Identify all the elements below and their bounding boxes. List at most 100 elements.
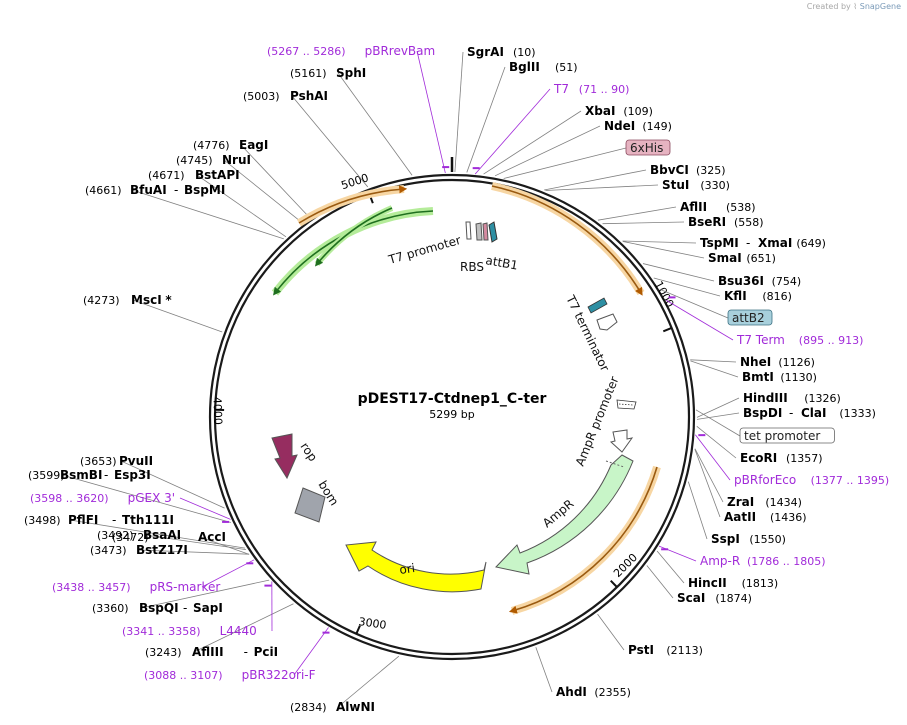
primer-leader-t7 (474, 88, 551, 175)
site-bfuai[interactable]: (4661)BfuAI-BspMI (85, 183, 225, 197)
site-bstapi[interactable]: (4671)BstAPI (148, 168, 240, 182)
site-position: (5161) (290, 67, 327, 80)
primer-t7[interactable]: T7(71 .. 90) (553, 82, 629, 96)
site-nhei[interactable]: NheI(1126) (740, 355, 815, 369)
site-bstz17i[interactable]: (3473)BstZ17I (90, 543, 188, 557)
leader-acci (199, 536, 250, 555)
site-name: BfuAI (130, 183, 167, 197)
site-ecori[interactable]: EcoRI(1357) (740, 451, 823, 465)
site-psti[interactable]: PstI(2113) (628, 643, 703, 657)
site-bspdi[interactable]: BspDI-ClaI(1333) (743, 406, 876, 420)
site-name: BspQI (139, 601, 179, 615)
leader-aatii (694, 449, 721, 518)
site-suffix: * (165, 293, 172, 307)
box-leader-6xhis-label (503, 147, 627, 179)
site-bspqi[interactable]: (3360)BspQI-SapI (92, 601, 223, 615)
site-scai[interactable]: ScaI(1874) (677, 591, 752, 605)
site-name2: Tth111I (122, 513, 174, 527)
green-arc-inner (314, 205, 394, 266)
backbone-inner (213, 178, 691, 656)
site-ndei[interactable]: NdeI(149) (604, 119, 672, 133)
leader-bstapi (196, 174, 287, 238)
site-sspi[interactable]: SspI(1550) (711, 532, 786, 546)
leader-smai (622, 241, 705, 259)
site-position: (10) (513, 46, 536, 59)
site-msci[interactable]: (4273)MscI* (83, 293, 172, 307)
site-xbai[interactable]: XbaI(109) (585, 104, 653, 118)
site-name: AflIII (192, 645, 224, 659)
primer-pbrrevbam[interactable]: (5267 .. 5286)pBRrevBam (267, 44, 435, 58)
site-stui[interactable]: StuI(330) (662, 178, 730, 192)
site-name: AflII (680, 200, 707, 214)
site-eagi[interactable]: (4776)EagI (193, 138, 268, 152)
site-sphi[interactable]: (5161)SphI (290, 66, 366, 80)
site-position: (1436) (770, 511, 807, 524)
site-sgrai[interactable]: SgrAI (10) (467, 45, 536, 59)
site-position: (4671) (148, 169, 185, 182)
site-alwni[interactable]: (2834)AlwNI (290, 700, 375, 714)
rbs-feature-2 (482, 222, 489, 241)
leader-nrui (223, 159, 303, 224)
site-afliii[interactable]: (3243)AflIII-PciI (145, 645, 278, 659)
primer-name: pRS-marker (150, 580, 221, 594)
primer-l4440[interactable]: (3341 .. 3358)L4440 (122, 624, 257, 638)
site-position: (1333) (839, 407, 876, 420)
site-pshai[interactable]: (5003)PshAI (243, 89, 328, 103)
site-name: SgrAI (467, 45, 504, 59)
primer-prs-marker[interactable]: (3438 .. 3457) pRS-marker (52, 580, 220, 594)
primer-range: (3598 .. 3620) (30, 492, 109, 505)
6xhis-label[interactable]: 6xHis (625, 139, 671, 156)
primer-range: (71 .. 90) (579, 83, 630, 96)
site-name: NdeI (604, 119, 635, 133)
site-pvuii[interactable]: (3653)PvuII (80, 454, 153, 468)
leader-tspmi (622, 240, 697, 244)
attb2-label[interactable]: attB2 (727, 309, 773, 326)
site-aflii[interactable]: AflII(538) (680, 200, 756, 214)
site-aatii[interactable]: AatII(1436) (724, 510, 807, 524)
site-hindiii[interactable]: HindIII(1326) (743, 391, 841, 405)
site-bglii[interactable]: BglII(51) (509, 60, 578, 74)
site-ahdi[interactable]: AhdI(2355) (556, 685, 631, 699)
leader-afliii (193, 603, 294, 653)
primer-t7-term[interactable]: T7 Term(895 .. 913) (736, 333, 863, 347)
site-hincii[interactable]: HincII(1813) (688, 576, 778, 590)
site-smai[interactable]: SmaI(651) (708, 251, 776, 265)
primer-range: (895 .. 913) (799, 334, 864, 347)
site-name: EagI (239, 138, 268, 152)
leader-kfli (653, 277, 721, 297)
site-position: (3360) (92, 602, 129, 615)
primer-pbr322ori-f[interactable]: (3088 .. 3107)pBR322ori-F (144, 668, 316, 682)
site-name: BseRI (688, 215, 726, 229)
site-pflfi[interactable]: (3498)PflFI-Tth111I (24, 513, 174, 527)
site-position: (3243) (145, 646, 182, 659)
feature-label-t7-promoter: T7 promoter (386, 233, 462, 267)
site-tspmi[interactable]: TspMI-XmaI(649) (700, 236, 826, 250)
site-position: (754) (772, 275, 802, 288)
site-dash: - (183, 601, 187, 615)
primer-amp-r[interactable]: Amp-R(1786 .. 1805) (700, 554, 826, 568)
leader-alwni (337, 655, 400, 708)
tet-promoter-label[interactable]: tet promoter (739, 427, 835, 444)
bom-feature (294, 487, 326, 523)
site-nrui[interactable]: (4745)NruI (176, 153, 251, 167)
site-name: SspI (711, 532, 740, 546)
site-zrai[interactable]: ZraI(1434) (727, 495, 802, 509)
site-bsu36i[interactable]: Bsu36I(754) (718, 274, 801, 288)
site-acci[interactable]: (3472)AccI (112, 530, 226, 544)
site-position: (330) (700, 179, 730, 192)
site-bsaai[interactable]: (3492)BsaAI (97, 528, 181, 542)
site-bmti[interactable]: BmtI(1130) (742, 370, 817, 384)
orange-arc-top-left-line (298, 185, 408, 224)
box-leader-attb2-label (659, 288, 729, 319)
site-kfli[interactable]: KflI(816) (724, 289, 792, 303)
primer-pbrforeco[interactable]: pBRforEco(1377 .. 1395) (734, 473, 889, 487)
site-bseri[interactable]: BseRI(558) (688, 215, 764, 229)
site-position: (3653) (80, 455, 117, 468)
site-name: NheI (740, 355, 771, 369)
primer-range: (3438 .. 3457) (52, 581, 131, 594)
primer-pgex-3[interactable]: (3598 .. 3620)pGEX 3' (30, 491, 175, 505)
primer-leader-pbrforeco (695, 434, 731, 481)
site-dash: - (789, 406, 793, 420)
site-bsmbi[interactable]: (3599)BsmBI-Esp3I (28, 468, 151, 482)
site-bbvci[interactable]: BbvCI(325) (650, 163, 726, 177)
